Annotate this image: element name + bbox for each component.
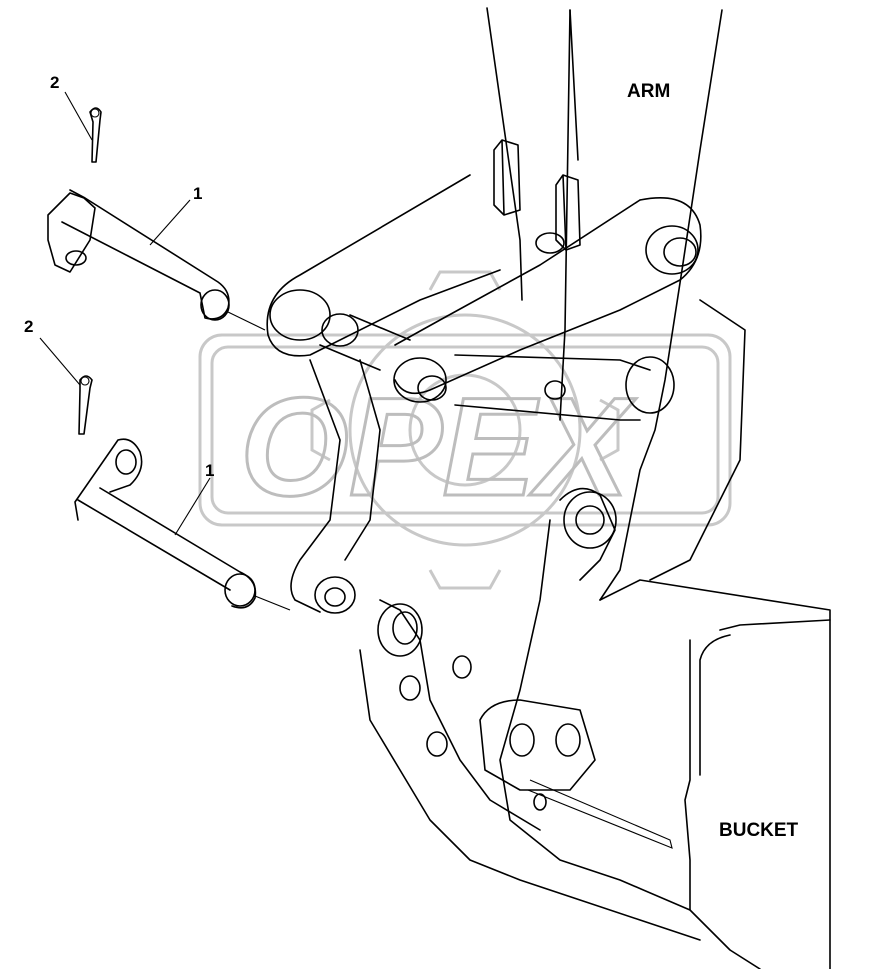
callout-pin-lower: 1 bbox=[205, 461, 214, 480]
linkage bbox=[266, 174, 702, 614]
svg-text:OPEX: OPEX bbox=[240, 368, 637, 525]
callout-cotter-lower: 2 bbox=[24, 317, 33, 336]
callout-cotter-upper: 2 bbox=[50, 73, 59, 92]
pin-upper bbox=[47, 189, 266, 331]
pin-lower bbox=[74, 438, 291, 611]
cotter-pin-lower bbox=[78, 375, 93, 435]
opex-watermark: OPEX bbox=[198, 270, 732, 590]
bucket-label: BUCKET bbox=[719, 820, 799, 841]
arm-body bbox=[486, 7, 746, 601]
arm-label: ARM bbox=[627, 81, 670, 102]
leader-lines bbox=[39, 91, 211, 536]
callout-pin-upper: 1 bbox=[193, 184, 202, 203]
bucket-body bbox=[359, 487, 831, 969]
cotter-pin-upper bbox=[89, 107, 102, 163]
